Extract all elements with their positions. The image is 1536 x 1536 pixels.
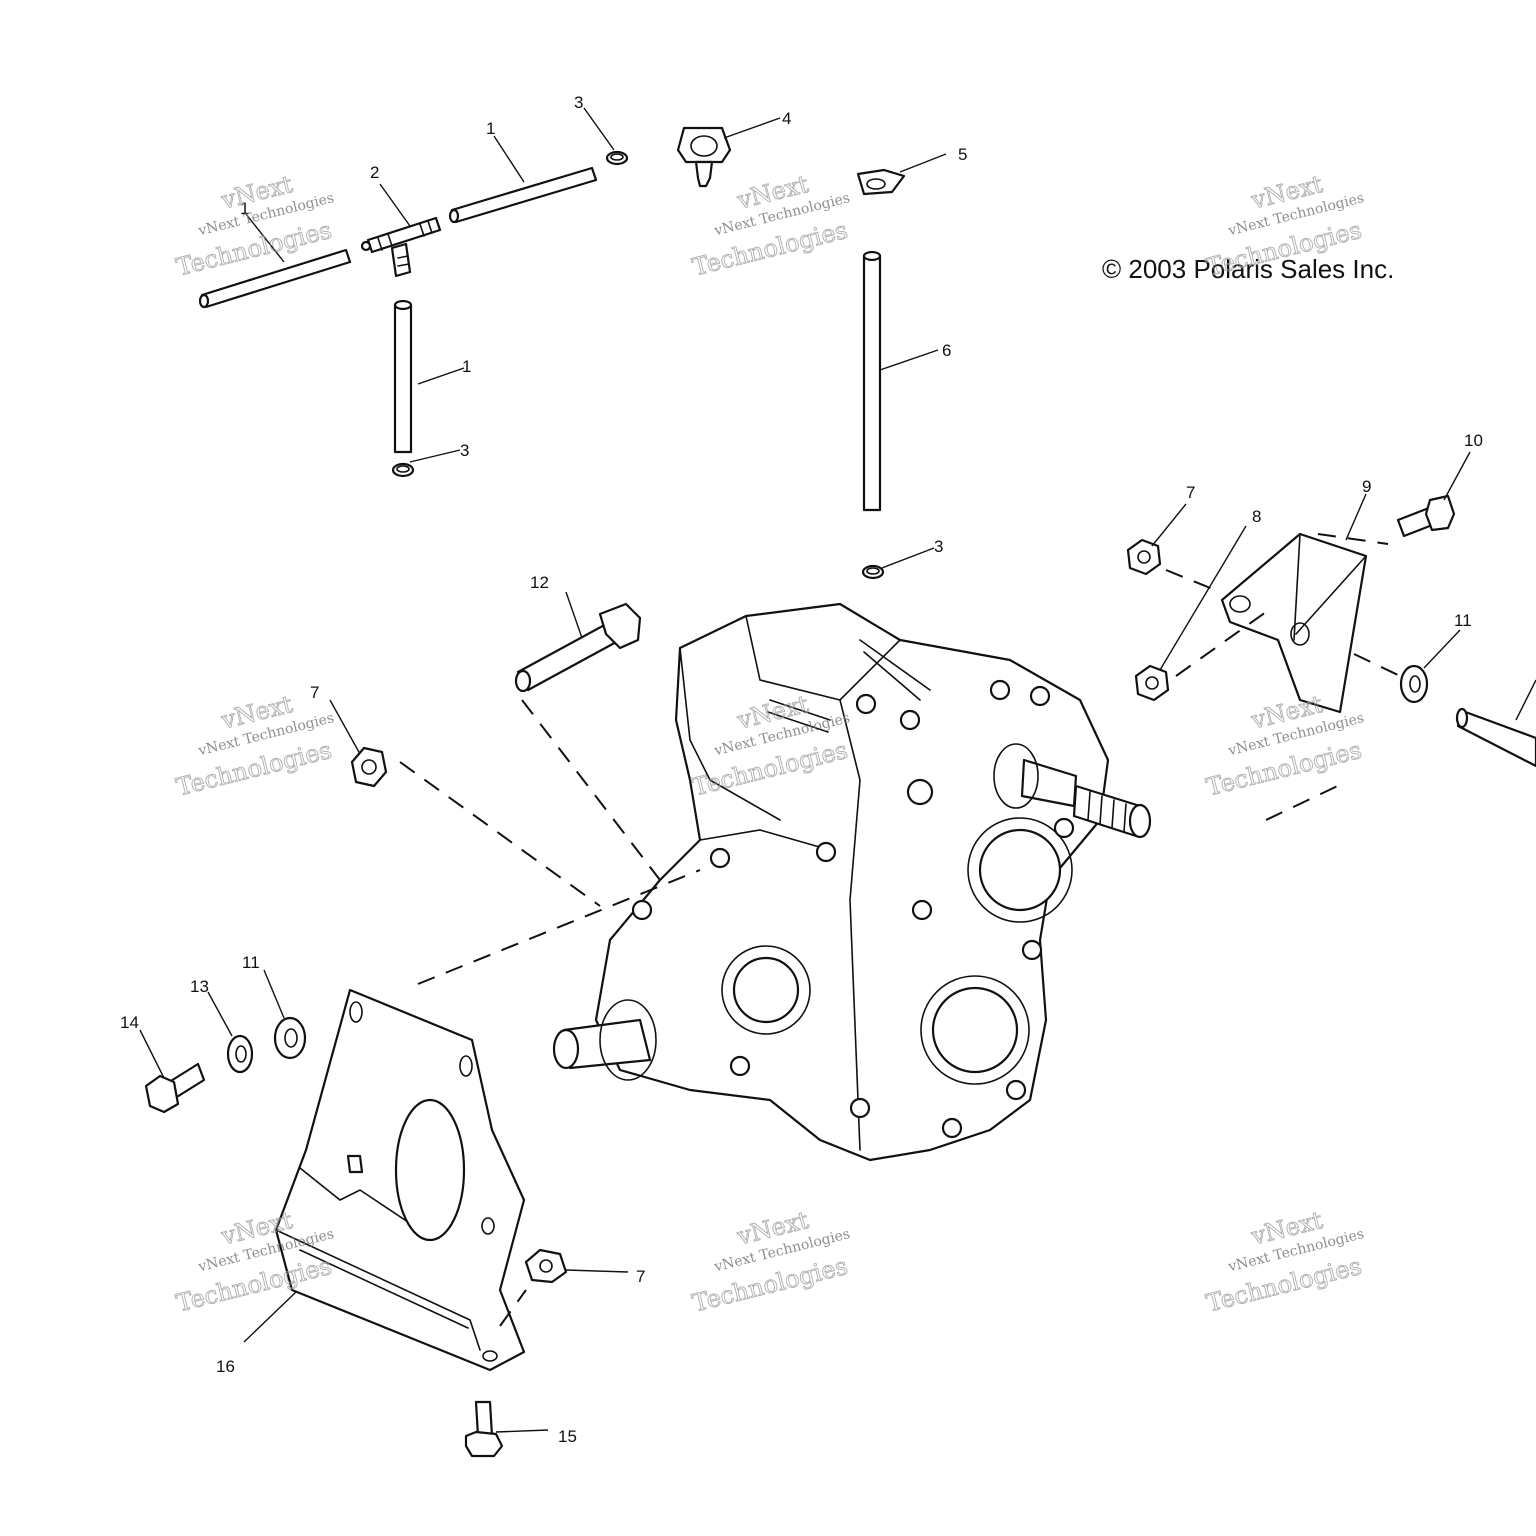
callout-9-bracket: 9 <box>1362 477 1371 496</box>
vent-hose-vertical-left <box>393 299 413 454</box>
callout-14-bolt: 14 <box>120 1013 139 1032</box>
flange-nut-8 <box>1134 664 1170 702</box>
hose-retainer <box>856 168 906 196</box>
callout-1-vertical-hose: 1 <box>462 357 471 376</box>
callout-1-left-hose: 1 <box>240 199 249 218</box>
flange-nut-7-bottom <box>524 1248 568 1284</box>
callout-16-bracket: 16 <box>216 1357 235 1376</box>
callout-7-nut-left: 7 <box>310 683 319 702</box>
watermark-bottom-right: vNext vNext Technologies Technologies <box>1203 1205 1366 1317</box>
push-clip <box>676 126 732 188</box>
assembly-guide-lines <box>399 533 1401 1327</box>
lock-washer-13 <box>226 1034 254 1074</box>
transmission-housing <box>594 602 1110 1162</box>
bolt-14 <box>144 1062 206 1114</box>
hose-clamp-left <box>391 462 415 478</box>
vent-hose-upper <box>448 166 598 224</box>
mount-bracket-right <box>1220 532 1368 714</box>
hose-clamp-top <box>605 150 629 166</box>
callout-8-nut: 8 <box>1252 507 1261 526</box>
hose-clamp-right <box>861 564 885 580</box>
flange-nut-7-right <box>1126 538 1162 576</box>
bolt-12 <box>514 602 642 693</box>
output-shaft-left <box>552 999 657 1081</box>
callout-6-long-hose: 6 <box>942 341 951 360</box>
callout-7-nut-right: 7 <box>1186 483 1195 502</box>
bolt-15 <box>464 1400 504 1458</box>
vent-hose-long <box>862 250 882 512</box>
watermark-bottom-center: vNext vNext Technologies Technologies <box>689 1205 852 1317</box>
copyright-notice: © 2003 Polaris Sales Inc. <box>1102 254 1394 284</box>
callout-4-push-clip: 4 <box>782 109 791 128</box>
callout-15-bolt: 15 <box>558 1427 577 1446</box>
callout-11-washer-left: 11 <box>242 953 260 972</box>
tee-fitting <box>360 216 442 278</box>
callout-13-lock-washer: 13 <box>190 977 209 996</box>
callout-10-bolt: 10 <box>1464 431 1483 450</box>
callout-11-washer-right: 11 <box>1454 611 1472 630</box>
callout-1-upper-hose: 1 <box>486 119 495 138</box>
washer-11-right <box>1399 664 1429 704</box>
washer-11-left <box>273 1016 307 1060</box>
watermark-mid-right: vNext vNext Technologies Technologies <box>1203 689 1366 801</box>
callout-7-nut-bottom: 7 <box>636 1267 645 1286</box>
vent-hose-left <box>198 248 352 309</box>
callout-3-clamp-right: 3 <box>934 537 943 556</box>
callout-labels: 1 1 1 2 3 3 3 4 5 6 7 7 7 8 9 10 11 11 1… <box>120 93 1483 1446</box>
bolt-10 <box>1396 494 1456 538</box>
output-shaft-right <box>993 743 1152 839</box>
callout-3-clamp-top: 3 <box>574 93 583 112</box>
mount-bolt-right <box>1455 707 1536 768</box>
callout-3-clamp-left: 3 <box>460 441 469 460</box>
callout-2-tee-fitting: 2 <box>370 163 379 182</box>
mount-bracket-left <box>274 988 526 1372</box>
callout-leader-lines <box>139 107 1536 1433</box>
flange-nut-7-left <box>350 746 388 788</box>
callout-5-retainer: 5 <box>958 145 967 164</box>
callout-12-bolt: 12 <box>530 573 549 592</box>
